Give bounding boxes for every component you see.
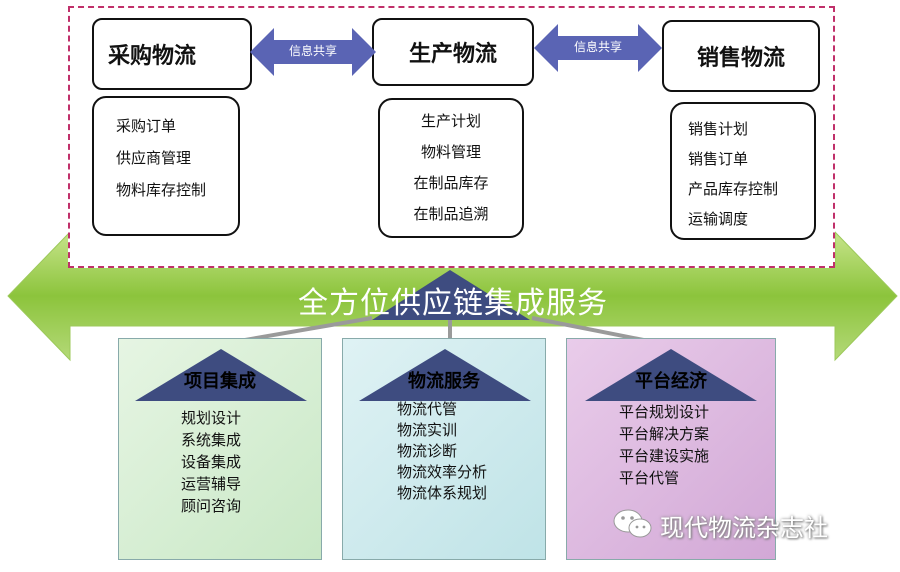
list-item: 平台规划设计 [619,403,710,421]
list-item: 物流效率分析 [397,463,488,481]
list-item: 顾问咨询 [181,497,242,515]
production-title: 生产物流 [408,42,497,67]
info-share-arrow-right: 信息共享 [534,22,662,74]
list-item: 平台解决方案 [619,425,710,443]
list-item: 平台建设实施 [619,447,710,465]
card-platform-economy: 平台经济 平台规划设计 平台解决方案 平台建设实施 平台代管 [566,338,776,560]
production-list: 生产计划 物料管理 在制品库存 在制品追溯 [378,98,524,238]
list-item: 生产计划 [420,112,481,130]
list-item: 运输调度 [688,210,749,228]
double-arrow-icon [534,24,662,72]
list-item: 销售计划 [688,120,749,138]
list-item: 规划设计 [181,409,242,427]
procurement-list: 采购订单 供应商管理 物料库存控制 [92,96,240,236]
card-logistics-services: 物流服务 物流代管 物流实训 物流诊断 物流效率分析 物流体系规划 [342,338,546,560]
card-items: 平台规划设计 平台解决方案 平台建设实施 平台代管 [619,401,709,489]
info-share-label: 信息共享 [573,40,622,54]
list-item: 在制品追溯 [413,205,489,223]
card-items: 规划设计 系统集成 设备集成 运营辅导 顾问咨询 [181,407,241,517]
list-item: 采购订单 [116,117,177,135]
production-header: 生产物流 [372,18,534,86]
card-project-integration: 项目集成 规划设计 系统集成 设备集成 运营辅导 顾问咨询 [118,338,322,560]
card-title: 项目集成 [184,371,256,392]
list-item: 物流体系规划 [397,484,488,502]
list-item: 物料管理 [420,143,481,161]
hub-triangle [372,270,530,320]
list-item: 平台代管 [619,469,680,487]
info-share-label: 信息共享 [288,44,337,58]
banner-title: 全方位供应链集成服务 [298,286,608,321]
procurement-header: 采购物流 [92,18,252,90]
list-item: 产品库存控制 [688,180,779,198]
sales-list: 销售计划 销售订单 产品库存控制 运输调度 [670,102,816,240]
list-item: 物流实训 [397,421,458,439]
watermark-text: 现代物流杂志社 [660,514,828,542]
wechat-icon [613,509,652,538]
list-item: 物料库存控制 [116,181,207,199]
list-item: 系统集成 [181,431,242,449]
list-item: 物流代管 [397,400,458,418]
card-triangle [359,349,531,401]
list-item: 销售订单 [688,150,749,168]
double-arrow-icon [250,28,376,76]
procurement-title: 采购物流 [108,44,197,69]
sales-header: 销售物流 [662,20,820,92]
card-triangle [135,349,307,401]
list-item: 物流诊断 [397,442,458,460]
info-share-arrow-left: 信息共享 [250,26,376,78]
list-item: 设备集成 [181,453,242,471]
card-title: 平台经济 [635,371,707,392]
sales-title: 销售物流 [696,46,785,71]
list-item: 在制品库存 [413,174,489,192]
card-triangle [585,349,757,401]
card-items: 物流代管 物流实训 物流诊断 物流效率分析 物流体系规划 [397,399,487,504]
list-item: 运营辅导 [181,475,242,493]
list-item: 供应商管理 [116,149,192,167]
card-title: 物流服务 [408,371,480,392]
